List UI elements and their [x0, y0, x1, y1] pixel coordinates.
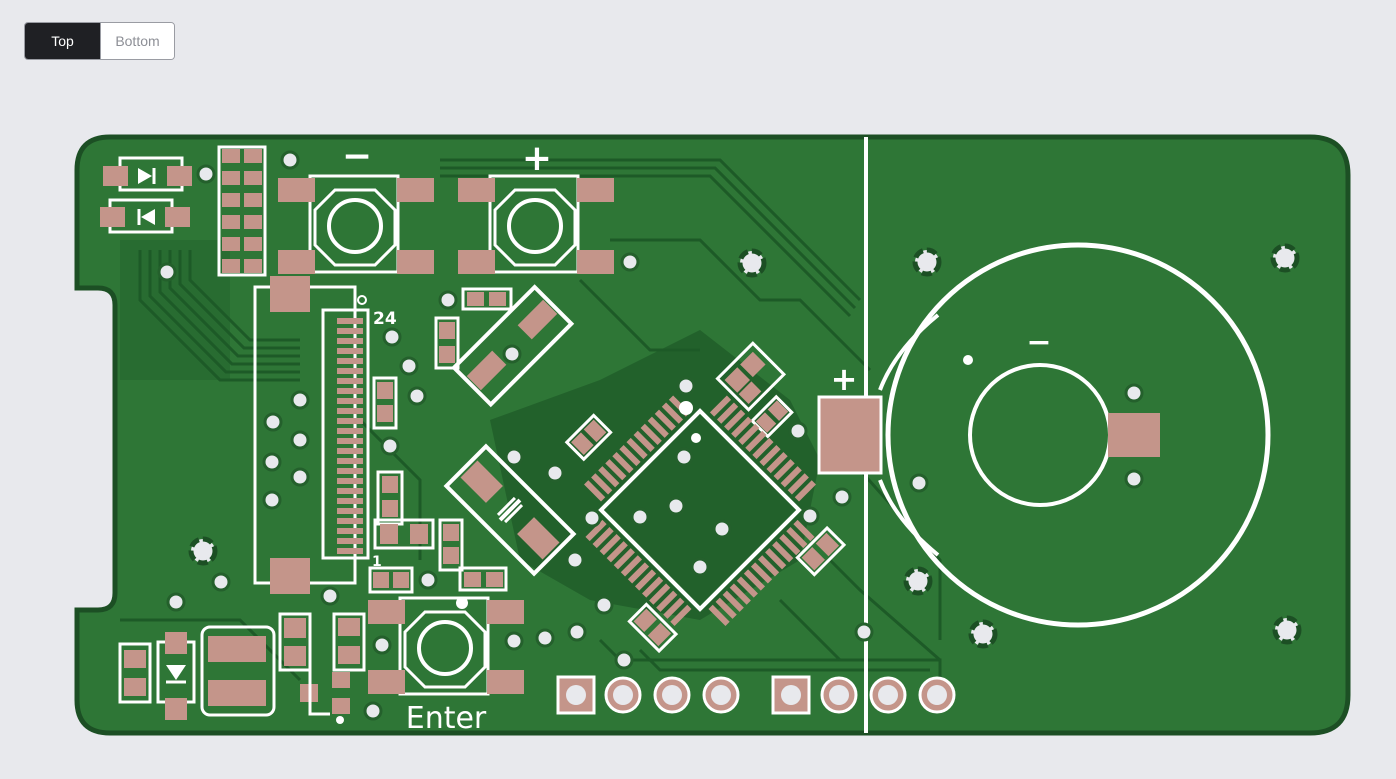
- fpc-connector: [253, 276, 370, 594]
- battery-plus-label: +: [831, 360, 858, 398]
- view-toggle: Top Bottom: [24, 22, 175, 60]
- resistor-array: [217, 145, 267, 277]
- small-dots: [336, 355, 973, 724]
- battery-negative-pad: [1108, 413, 1160, 457]
- button-enter: [368, 596, 524, 696]
- battery-positive-pad: [817, 395, 883, 475]
- copper-pour: [120, 240, 820, 620]
- passive-components: [368, 287, 513, 594]
- button-minus: [278, 174, 434, 274]
- capacitor-diagonal: [443, 443, 577, 577]
- connector-pin-label: 24: [373, 309, 397, 329]
- mounting-vias: [188, 243, 1302, 649]
- small-caps-diagonal: [564, 341, 847, 654]
- microcontroller-qfp: [584, 395, 816, 626]
- pin-one-marker: 1: [372, 554, 382, 570]
- minus-label: −: [342, 136, 372, 177]
- battery-minus-label: −: [1026, 325, 1051, 360]
- plus-label: +: [522, 138, 552, 179]
- enter-label: Enter: [406, 701, 487, 736]
- bottom-view-button[interactable]: Bottom: [100, 23, 174, 59]
- diode-pair: [100, 156, 192, 234]
- button-plus: [458, 174, 614, 274]
- bottom-left-components: [118, 612, 366, 720]
- crystal-oscillator: [451, 284, 575, 408]
- header-pins: [556, 675, 956, 715]
- top-view-button[interactable]: Top: [25, 23, 100, 59]
- vias: [157, 150, 1144, 721]
